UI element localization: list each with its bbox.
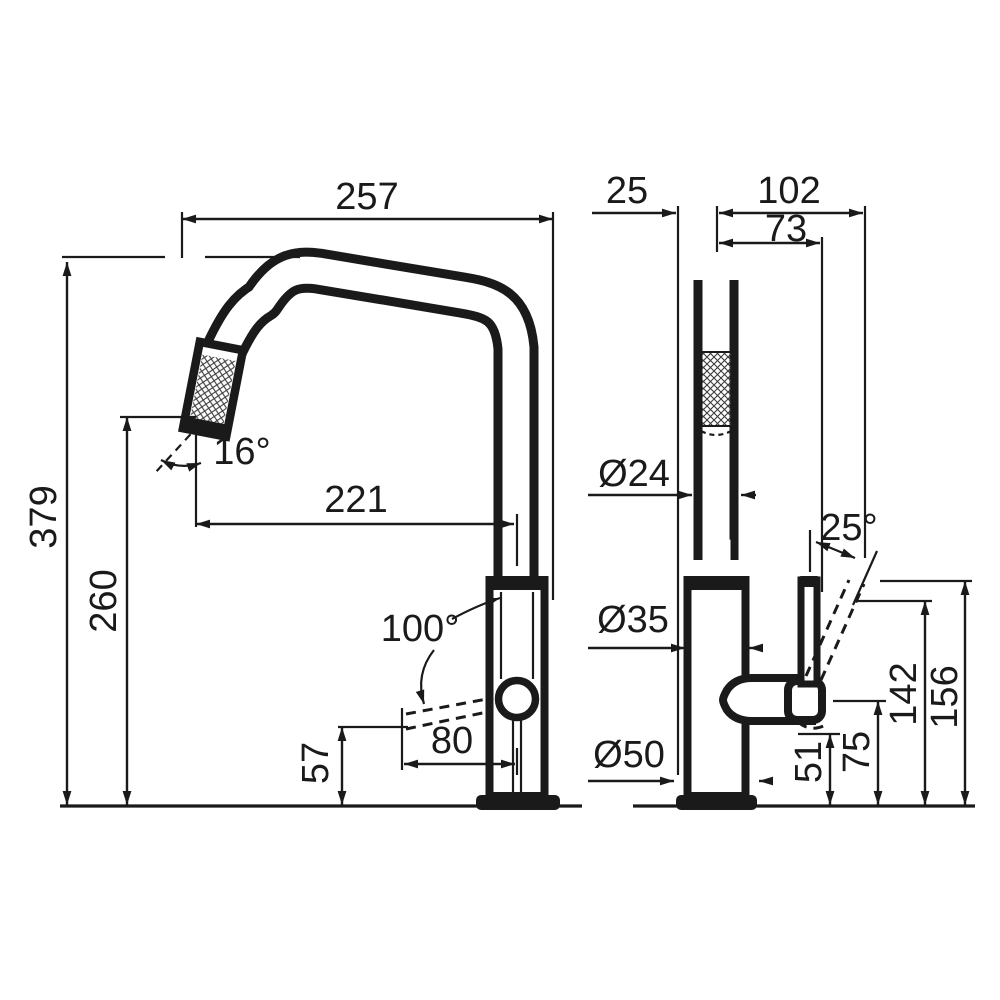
dim-overall-width: 257: [180, 176, 555, 600]
dim-joint-bottom-height-label: 51: [788, 741, 830, 783]
dim-lever-pivot-height-label: 142: [883, 662, 925, 725]
dim-lever-top-height: 156: [880, 579, 972, 805]
dim-overall-width-label: 257: [335, 176, 398, 218]
dim-body-diameter-label: Ø35: [597, 599, 669, 641]
dim-lever-pivot-height: 142: [855, 599, 932, 805]
dim-lever-top-height-label: 156: [924, 665, 966, 728]
dim-body-diameter: Ø35: [588, 599, 763, 653]
dim-joint-axis-height: 75: [833, 699, 886, 805]
dim-base-diameter: Ø50: [588, 734, 773, 786]
dim-joint-axis-height-label: 75: [836, 731, 878, 773]
body-side: [683, 576, 750, 800]
dim-handle-clearance: 57: [295, 725, 408, 805]
dim-handle-swing-angle: 100°: [381, 596, 501, 705]
dim-overall-height-label: 379: [23, 485, 65, 548]
base-front: [476, 795, 560, 810]
dim-spout-reach-label: 221: [324, 479, 387, 521]
dim-overall-height: 379: [23, 255, 300, 805]
dim-spout-diameter-label: Ø24: [598, 453, 670, 495]
dim-handle-length: 80: [404, 720, 519, 775]
front-view: 257 379 260 16° 221: [23, 176, 582, 810]
base-side: [676, 795, 757, 810]
handle-side: [718, 550, 879, 730]
dim-handle-length-label: 80: [431, 720, 473, 762]
dim-base-front-offset-label: 25: [606, 170, 648, 212]
ball-joint-front: [494, 676, 540, 722]
dim-lever-tilt-angle-label: 25°: [820, 507, 877, 549]
spout-side: [693, 280, 739, 586]
dim-lever-reach: 73: [719, 208, 824, 592]
handle-dashed-front: [400, 697, 488, 770]
dim-spout-diameter: Ø24: [588, 453, 756, 500]
dim-overall-depth: 102: [719, 170, 867, 558]
dim-spray-head-angle-label: 16°: [213, 431, 270, 473]
dim-handle-clearance-label: 57: [295, 742, 337, 784]
dim-base-diameter-label: Ø50: [593, 734, 665, 776]
spray-head-front: [178, 336, 248, 442]
side-view: 25 102 73 Ø24 Ø35 Ø5: [588, 170, 975, 810]
spray-grip-hatch-front: [190, 354, 236, 424]
dim-overall-depth-label: 102: [757, 170, 820, 212]
dim-lever-reach-label: 73: [765, 208, 807, 250]
dim-joint-bottom-height: 51: [788, 732, 840, 805]
spray-grip-hatch-side: [700, 351, 733, 427]
dim-spout-reach: 221: [196, 479, 519, 566]
dim-spray-head-angle: 16°: [153, 423, 271, 527]
dim-spout-outlet-height-label: 260: [83, 569, 125, 632]
dim-spout-outlet-height: 260: [83, 415, 196, 805]
spout-front: [203, 247, 539, 584]
dim-lever-tilt-angle: 25°: [808, 507, 878, 572]
dim-handle-swing-angle-label: 100°: [381, 608, 460, 650]
dim-base-front-offset: 25: [592, 170, 719, 775]
